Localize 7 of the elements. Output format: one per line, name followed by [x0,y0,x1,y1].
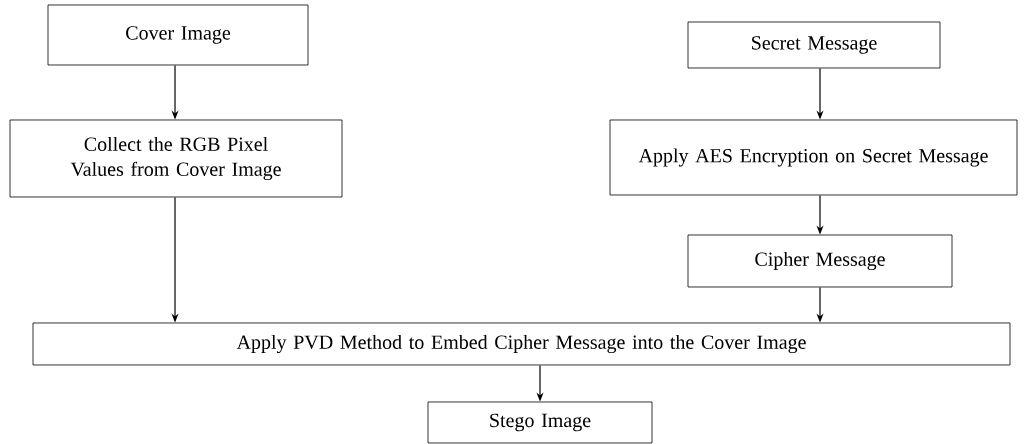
process-box: Stego Image [427,401,653,444]
process-box: Apply PVD Method to Embed Cipher Message into the Cover Image [32,322,1011,366]
process-box: Cipher Message [687,234,953,288]
process-box: Collect the RGB Pixel Values from Cover Image [9,119,343,198]
process-box: Apply AES Encryption on Secret Message [609,119,1018,196]
process-box: Secret Message [687,21,941,69]
process-box: Cover Image [47,4,309,66]
